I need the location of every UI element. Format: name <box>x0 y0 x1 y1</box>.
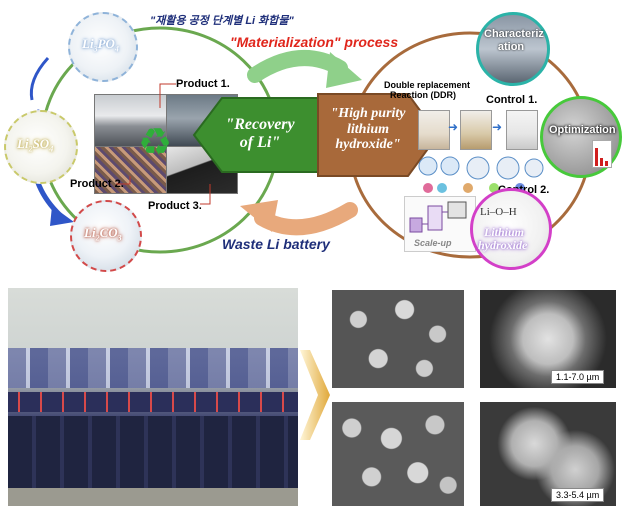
ddr-label: Double replacement Reaction (DDR) <box>384 80 471 101</box>
materialization-title: "Materialization" process <box>230 34 399 50</box>
recovery-label: "Recovery of Li" <box>225 116 295 151</box>
li3po4-bubble <box>68 12 138 82</box>
lioh-formula: Li–O–H <box>480 206 517 218</box>
korean-title: "재활용 공정 단계별 Li 화합물" <box>150 15 294 27</box>
optimization-chart-thumb <box>592 140 612 168</box>
product-photo-scrap <box>94 146 168 194</box>
sem-image-3 <box>332 402 464 506</box>
sem-image-1 <box>332 290 464 388</box>
beaker-photo-2 <box>460 110 492 150</box>
blue-arrowhead <box>50 206 74 226</box>
control1-label: Control 1. <box>486 94 538 106</box>
scale-label-1: 1.1-7.0 µm <box>551 370 605 384</box>
product-pointers <box>116 83 211 205</box>
beaker-photo-3 <box>506 110 538 150</box>
characterization-bubble <box>476 12 550 86</box>
cycle-arcs <box>29 26 592 259</box>
bottom-panel: 1.1-7.0 µm 3.3-5.4 µm <box>0 280 625 509</box>
scale-label-2: 3.3-5.4 µm <box>551 488 605 502</box>
product1-label: Product 1. <box>176 78 230 90</box>
li2co3-label: Li2CO3 <box>84 225 122 243</box>
transition-arrow <box>300 350 330 440</box>
high-purity-hex <box>317 93 440 177</box>
ddr-arrow-icon: ➜ <box>448 120 459 134</box>
li2co3-bubble <box>70 200 142 272</box>
recycle-icon: ♻ <box>137 122 173 164</box>
product2-label: Product 2. <box>70 178 124 190</box>
li2so4-label: Li2SO4 <box>17 136 54 154</box>
li2so4-bubble <box>4 110 78 184</box>
lithium-hydroxide-label: Lithium hydroxide <box>478 225 528 253</box>
product3-label: Product 3. <box>148 200 202 212</box>
recovery-hex <box>192 97 321 173</box>
waste-battery-label: Waste Li battery <box>222 236 330 252</box>
high-purity-label: "High purity lithium hydroxide" <box>330 106 406 153</box>
process-diagram: "재활용 공정 단계별 Li 화합물" "Materialization" pr… <box>4 12 622 272</box>
characterization-label: Characteriz ation <box>484 28 544 54</box>
scale-up-label: Scale-up <box>414 238 452 248</box>
lithium-hydroxide-bubble <box>470 188 552 270</box>
li3po4-label: Li3PO4 <box>82 36 119 54</box>
ddr-arrow-icon-2: ➜ <box>492 120 503 134</box>
pilot-plant-photo <box>8 288 298 506</box>
beaker-photo-1 <box>418 110 450 150</box>
scale-up-diagram <box>409 201 467 233</box>
optimization-label: Optimization <box>549 124 616 136</box>
